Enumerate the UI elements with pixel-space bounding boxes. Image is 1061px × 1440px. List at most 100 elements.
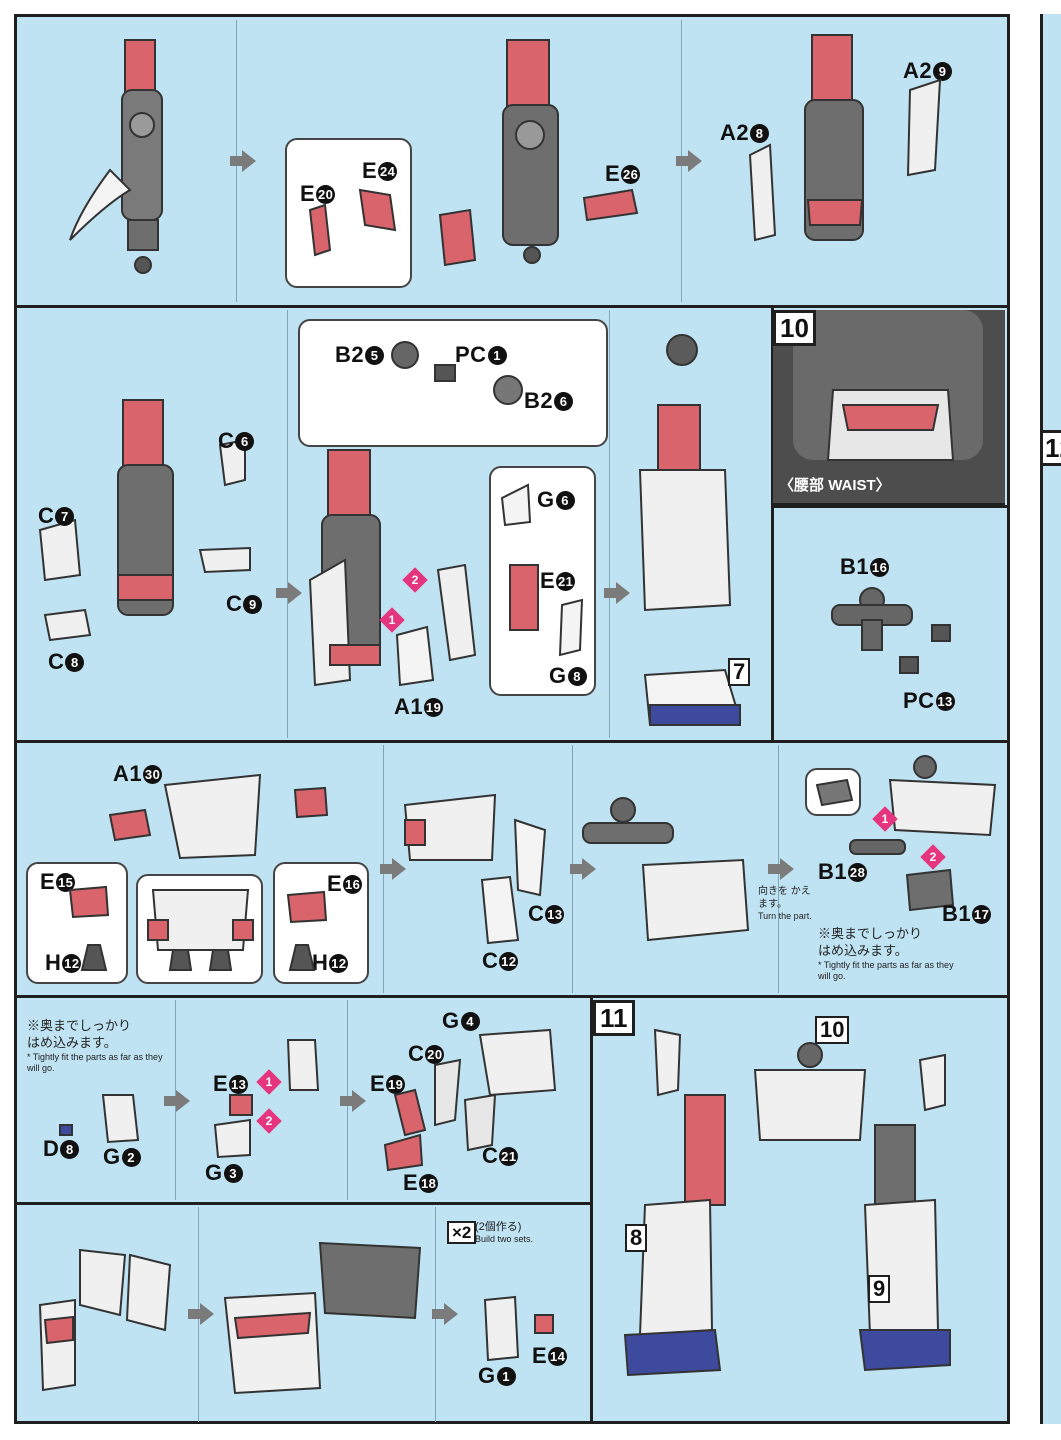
red-part-illustration [308,188,397,257]
step-number-11: 11 [593,1000,635,1036]
sub-divider [609,310,610,738]
build-two-note: (2個作る)Build two sets. [475,1221,534,1245]
waist-photo: 〈腰部 WAIST〉 [773,310,1005,506]
next-arrow [188,1303,214,1325]
leg-assembly-illustration [438,39,559,267]
red-part-illustration [286,890,328,971]
sequence-marker: 2 [402,567,428,593]
red-part-illustration [68,885,110,971]
joint-parts-illustration [391,341,523,405]
next-arrow [380,858,406,880]
step-ref-8: 8 [625,1224,648,1252]
divider [773,505,1010,508]
chest-assembly-illustration [223,1241,422,1395]
divider [590,995,593,1424]
waist-photo-illustration [793,310,983,461]
white-armor-illustration [395,625,435,687]
lower-body-assembly-illustration [623,1028,951,1377]
divider [14,995,1010,998]
next-page-edge [1040,14,1061,1424]
next-arrow [340,1090,366,1112]
leg-armor-illustration [38,399,251,642]
step-ref-7: 7 [728,658,751,686]
callout-bubble [298,319,608,447]
leg-armor-illustration [748,34,942,242]
small-part-illustration [213,1039,320,1159]
next-arrow [276,582,302,604]
shoulder-parts-illustration [383,1028,557,1172]
step-number-12: 12 [1040,430,1061,466]
build-count: ×2 [447,1221,477,1244]
small-part-illustration [59,1094,140,1144]
waist-armor-back-illustration [147,889,254,971]
step-ref-9: 9 [868,1275,891,1303]
leg-foot-illustration [638,334,742,727]
shoulder-assembly-illustration [38,1248,172,1392]
peg-detail-illustration [815,778,854,807]
small-part-illustration [483,1295,554,1362]
next-arrow [432,1303,458,1325]
next-arrow [164,1090,190,1112]
waist-assembly-illustration [849,755,997,912]
divider [14,740,1010,743]
turn-note: 向きを かえます。Turn the part. [758,886,812,921]
divider [14,305,1010,308]
sequence-marker: 2 [920,844,946,870]
leg-armor-illustration [308,449,477,687]
next-arrow [676,150,702,172]
sub-divider [287,310,288,738]
waist-joint-illustration [831,587,951,674]
fit-note: ※奥までしっかりはめ込みます。* Tightly fit the parts a… [818,926,954,981]
leg-frame-illustration [69,39,163,274]
next-arrow [768,858,794,880]
waist-armor-illustration [108,773,329,860]
next-arrow [230,150,256,172]
divider [14,1202,592,1205]
fit-note: ※奥までしっかりはめ込みます。* Tightly fit the parts a… [27,1018,163,1073]
instruction-page [14,14,1010,1424]
waist-label: 〈腰部 WAIST〉 [779,477,891,494]
step-ref-10: 10 [815,1016,850,1044]
step-number-10: 10 [773,310,816,346]
red-part-illustration [582,188,639,222]
next-arrow [570,858,596,880]
waist-assembly-illustration [582,797,750,942]
next-arrow [604,582,630,604]
waist-armor-illustration [403,793,547,945]
divider [771,305,774,742]
